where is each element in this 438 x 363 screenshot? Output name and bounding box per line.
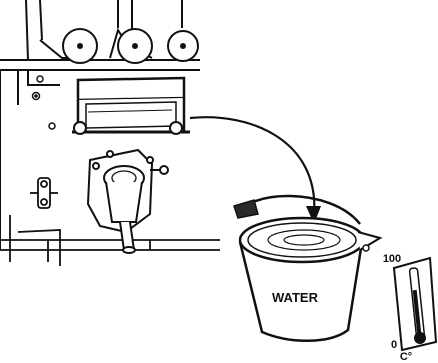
roller-center	[118, 29, 152, 63]
thermometer	[394, 258, 436, 350]
roller-left	[63, 29, 97, 63]
thermometer-min-label: 0	[391, 339, 397, 351]
thermometer-max-label: 100	[383, 253, 401, 265]
bucket-label: WATER	[272, 290, 319, 305]
panel-bolts	[33, 76, 56, 129]
thermometer-unit-label: C°	[400, 351, 412, 363]
side-valve	[30, 178, 58, 208]
water-bucket	[234, 196, 380, 341]
roller-right	[168, 31, 198, 61]
pump-assembly	[88, 150, 168, 253]
